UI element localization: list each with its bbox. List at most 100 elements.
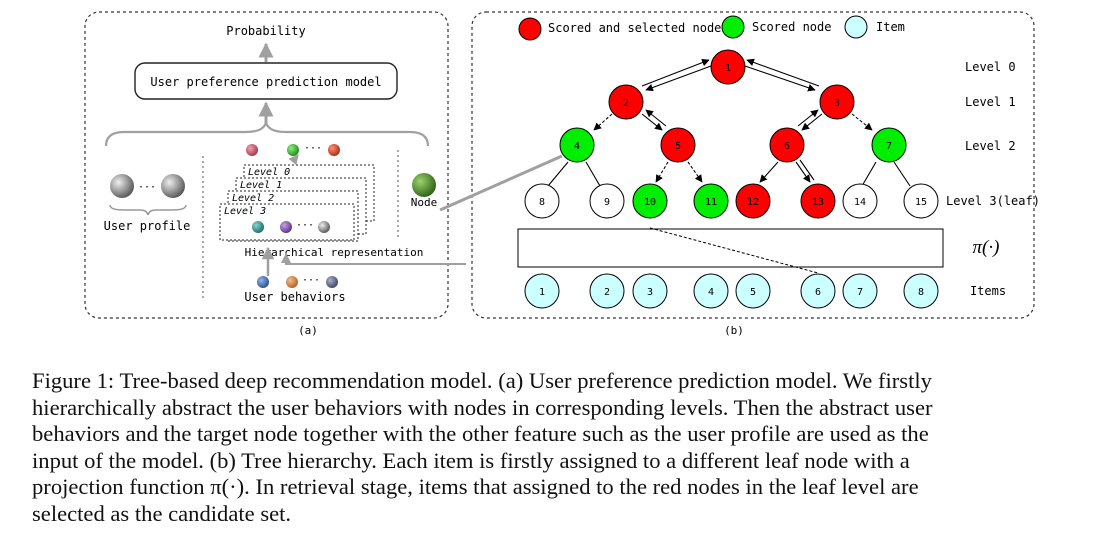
tree-recommendation-figure: Probability User preference prediction m…: [84, 11, 1040, 337]
item-8-label: 8: [918, 287, 924, 298]
projection-box: [517, 228, 944, 268]
tree-node-8-label: 8: [539, 197, 545, 208]
tree-node-2: [608, 84, 644, 120]
tree-node-14-label: 14: [854, 197, 866, 208]
legend-item-swatch: [844, 15, 868, 39]
profile-node-2: [161, 174, 185, 198]
tree-level-2-label: Level 2: [965, 139, 1016, 153]
tree-node-11-label: 11: [705, 197, 717, 208]
tree-node-8: [524, 183, 560, 219]
tree-node-6-label: 6: [784, 141, 790, 152]
tree-node-4: [559, 127, 595, 163]
level-arrow-up: [288, 154, 299, 166]
item-node-2: [589, 273, 625, 309]
legend-scored-swatch: [721, 15, 745, 39]
tree-node-13-label: 13: [812, 197, 824, 208]
tree-node-6: [769, 127, 805, 163]
item-node-8: [903, 273, 939, 309]
node-label: Node: [411, 196, 438, 209]
tree-node-1: [710, 49, 746, 85]
behavior-node-orange: [286, 276, 298, 288]
item-6-label: 6: [815, 287, 821, 298]
level-3-label: Level 3: [224, 206, 266, 217]
legend-selected-label: Scored and selected node: [548, 21, 721, 35]
caption-line-4: input of the model. (b) Tree hierarchy. …: [32, 447, 910, 473]
target-node: [412, 173, 436, 197]
abstract-node-pink: [246, 144, 258, 156]
panel-b: Scored and selected node Scored node Ite…: [439, 11, 1040, 337]
tree-node-5-label: 5: [675, 141, 681, 152]
level-node-teal: [252, 221, 264, 233]
ellipsis-top: ···: [304, 143, 322, 154]
tree-node-7-label: 7: [886, 141, 892, 152]
tree-node-2-label: 2: [623, 98, 629, 109]
ellipsis-profile: ···: [138, 182, 156, 193]
tree-node-3-label: 3: [834, 98, 840, 109]
legend-selected-swatch: [518, 17, 542, 41]
tree-node-12: [735, 183, 771, 219]
node4-to-target-connector: [439, 154, 563, 212]
item-5-label: 5: [750, 287, 756, 298]
tree-node-10-label: 10: [644, 197, 656, 208]
tree-node-9: [589, 183, 625, 219]
abstract-node-red: [328, 144, 340, 156]
tree-edges: [547, 58, 911, 187]
item-node-4: [693, 273, 729, 309]
figure-caption: Figure 1: Tree-based deep recommendation…: [32, 368, 1088, 528]
hier-rep-label: Hierarchical representation: [245, 246, 424, 259]
panel-a: Probability User preference prediction m…: [84, 11, 466, 337]
level-2-label: Level 2: [232, 193, 274, 204]
behavior-node-blue: [257, 276, 269, 288]
level-0-label: Level 0: [248, 167, 290, 178]
item-3-label: 3: [647, 287, 653, 298]
profile-brace: [109, 204, 187, 216]
ellipsis-level: ···: [296, 220, 314, 231]
item-1-label: 1: [539, 287, 545, 298]
prediction-model-label: User preference prediction model: [150, 75, 381, 89]
tree-node-11: [693, 183, 729, 219]
tree-node-3: [819, 84, 855, 120]
tree-node-4-label: 4: [574, 141, 580, 152]
item-labels: 1 2 3 4 5 6 7 8: [539, 287, 924, 298]
tree-level-3-label: Level 3(leaf): [946, 194, 1040, 208]
item-4-label: 4: [708, 287, 714, 298]
tree-level-1-label: Level 1: [965, 95, 1016, 109]
tree-node-9-label: 9: [604, 197, 610, 208]
level-node-gray: [318, 221, 330, 233]
tree-node-15: [903, 183, 939, 219]
tree-to-hierarchy-arrow: [281, 253, 466, 265]
tree-node-labels: 1 2 3 4 5 6 7 8 9 10 11 12 13 14 15: [539, 63, 927, 208]
caption-line-5: projection function π(·). In retrieval s…: [32, 474, 919, 500]
tree-node-10: [632, 183, 668, 219]
abstract-node-green: [287, 144, 299, 156]
caption-line-6: selected as the candidate set.: [32, 500, 292, 526]
user-profile-label: User profile: [104, 219, 191, 233]
item-node-5: [735, 273, 771, 309]
tree-node-12-label: 12: [747, 197, 759, 208]
caption-line-3: behaviors and the target node together w…: [32, 421, 929, 447]
tree-nodes: [524, 49, 939, 219]
profile-node-1: [110, 174, 134, 198]
item-node-6: [800, 273, 836, 309]
tree-node-1-label: 1: [725, 63, 731, 74]
panel-b-frame: [471, 11, 1035, 319]
item-nodes: [524, 273, 939, 309]
caption-line-2: hierarchically abstract the user behavio…: [32, 394, 933, 420]
probability-label: Probability: [226, 24, 305, 38]
projection-label: π(·): [973, 237, 1000, 258]
ellipsis-behaviors: ···: [302, 275, 320, 286]
tree-node-15-label: 15: [915, 197, 927, 208]
item-2-label: 2: [604, 287, 610, 298]
panel-b-tag: (b): [724, 324, 744, 337]
caption-line-1: Figure 1: Tree-based deep recommendation…: [32, 368, 932, 393]
input-brace: [104, 121, 430, 147]
items-label: Items: [970, 284, 1006, 298]
tree-level-0-label: Level 0: [965, 60, 1016, 74]
legend-item-label: Item: [876, 20, 905, 34]
tree-node-7: [871, 127, 907, 163]
item-node-3: [632, 273, 668, 309]
panel-a-frame: [84, 11, 449, 319]
behavior-node-slate: [326, 276, 338, 288]
panel-a-tag: (a): [298, 324, 318, 337]
user-behaviors-label: User behaviors: [244, 290, 345, 304]
